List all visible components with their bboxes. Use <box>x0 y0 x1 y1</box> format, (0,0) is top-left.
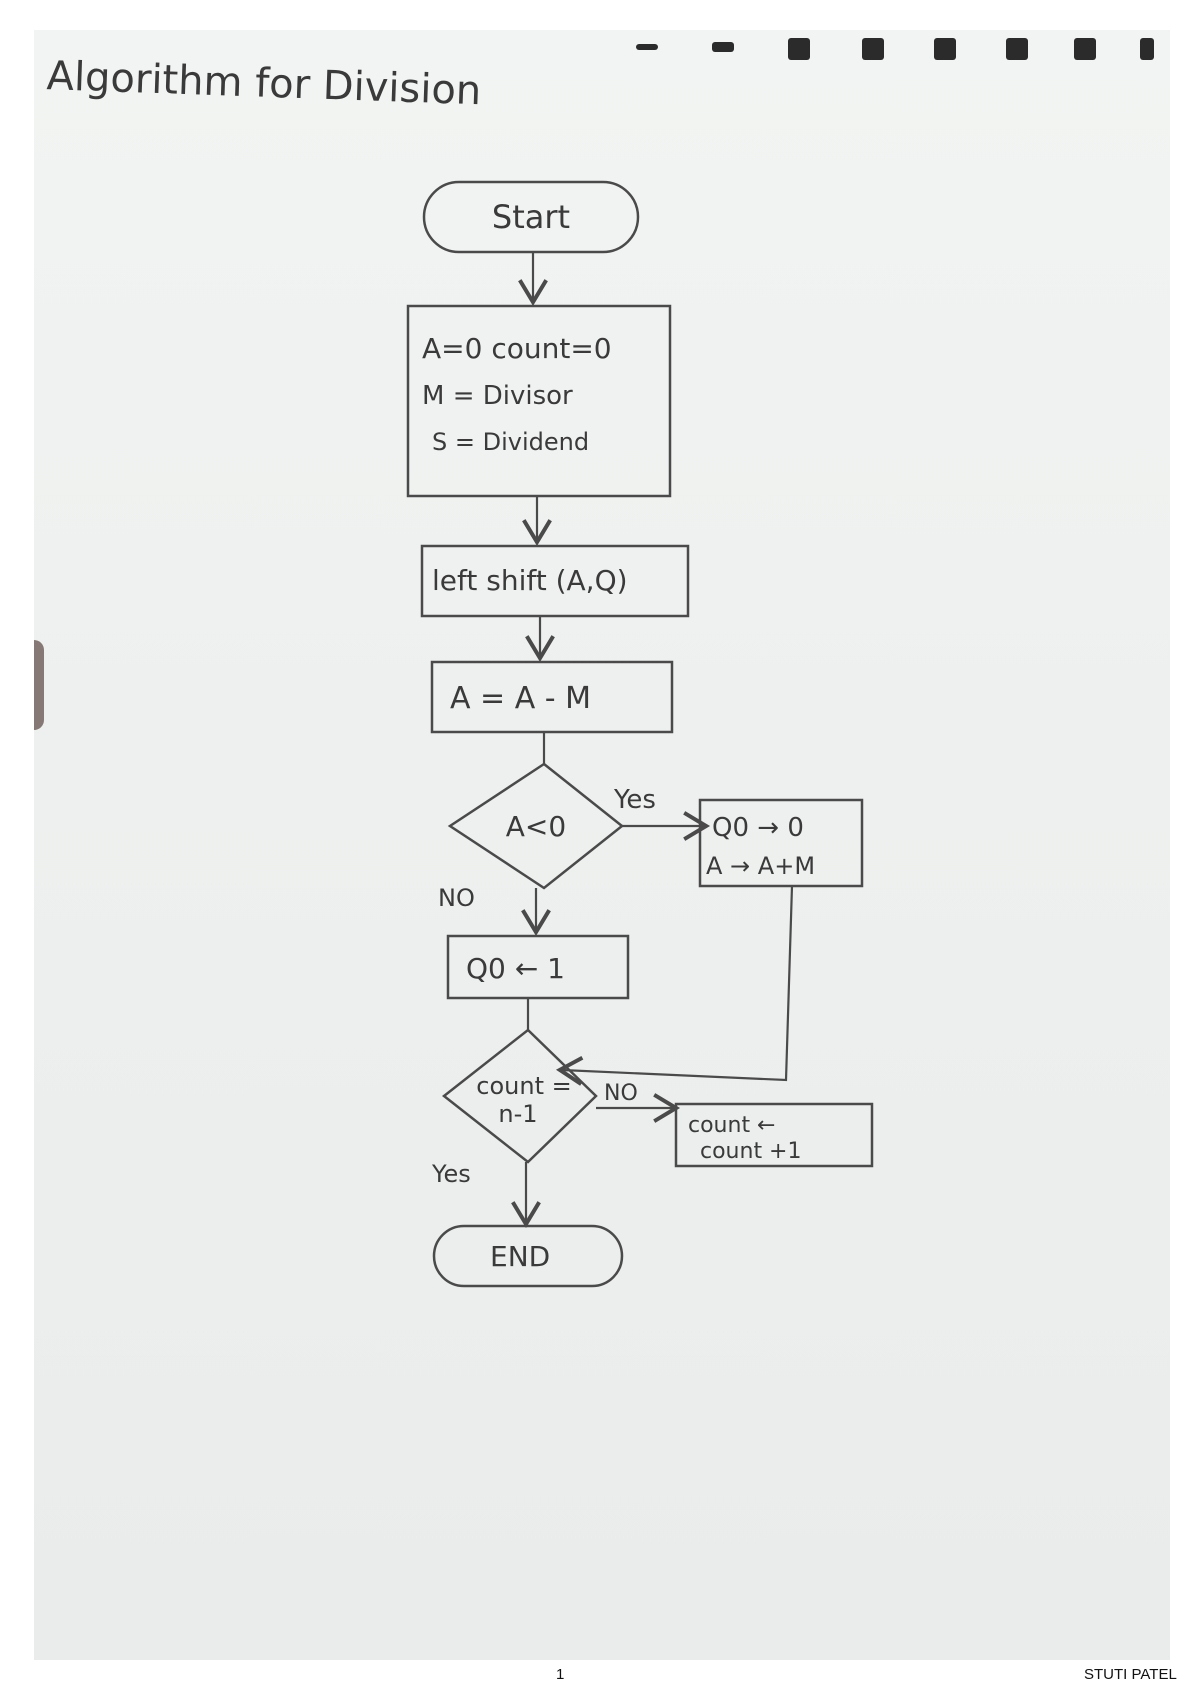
notebook-photo <box>34 30 1170 1660</box>
init-process-box <box>406 304 672 498</box>
decision-a-less-than-zero <box>447 762 625 890</box>
spiral-binding-hole <box>788 38 810 60</box>
decision2-line-1: count = <box>476 1072 571 1100</box>
decision1-no-label: NO <box>438 884 475 912</box>
subtract-label: A = A - M <box>450 681 591 716</box>
decision1-label: A<0 <box>506 810 566 843</box>
page-number: 1 <box>556 1666 565 1683</box>
author-name: STUTI PATEL <box>1084 1666 1177 1683</box>
page-title: Algorithm for Division <box>46 53 482 114</box>
increment-line-2: count +1 <box>700 1139 802 1164</box>
decision2-line-2: n-1 <box>498 1100 537 1128</box>
set-q0-box <box>446 934 630 1000</box>
end-label: END <box>490 1240 550 1273</box>
spiral-binding-hole <box>1074 38 1096 60</box>
decision-count-equals-n-minus-1 <box>441 1028 598 1164</box>
spiral-binding-hole <box>636 44 658 50</box>
spiral-binding-hole <box>1140 38 1154 60</box>
decision2-no-label: NO <box>604 1081 638 1106</box>
start-label: Start <box>492 198 570 236</box>
spiral-binding-hole <box>934 38 956 60</box>
spiral-binding-hole <box>1006 38 1028 60</box>
spiral-binding-hole <box>862 38 884 60</box>
left-shift-box <box>420 544 690 618</box>
restore-box <box>698 798 864 888</box>
restore-line-2: A → A+M <box>706 852 815 880</box>
init-line-1: A=0 count=0 <box>422 332 612 365</box>
end-terminator <box>432 1224 624 1288</box>
subtract-box <box>430 660 674 734</box>
restore-line-1: Q0 → 0 <box>712 813 804 843</box>
left-shift-label: left shift (A,Q) <box>432 564 628 597</box>
increment-count-box <box>674 1102 874 1168</box>
decision2-yes-label: Yes <box>431 1160 471 1188</box>
set-q0-label: Q0 ← 1 <box>466 952 565 985</box>
init-line-3: S = Dividend <box>432 428 589 456</box>
start-terminator <box>422 180 640 254</box>
increment-line-1: count ← <box>688 1113 776 1138</box>
decision1-yes-label: Yes <box>613 785 656 815</box>
init-line-2: M = Divisor <box>422 381 573 411</box>
page-edge-shadow <box>34 640 44 730</box>
edge-restore-decision2 <box>555 885 794 1086</box>
spiral-binding-hole <box>712 42 734 52</box>
